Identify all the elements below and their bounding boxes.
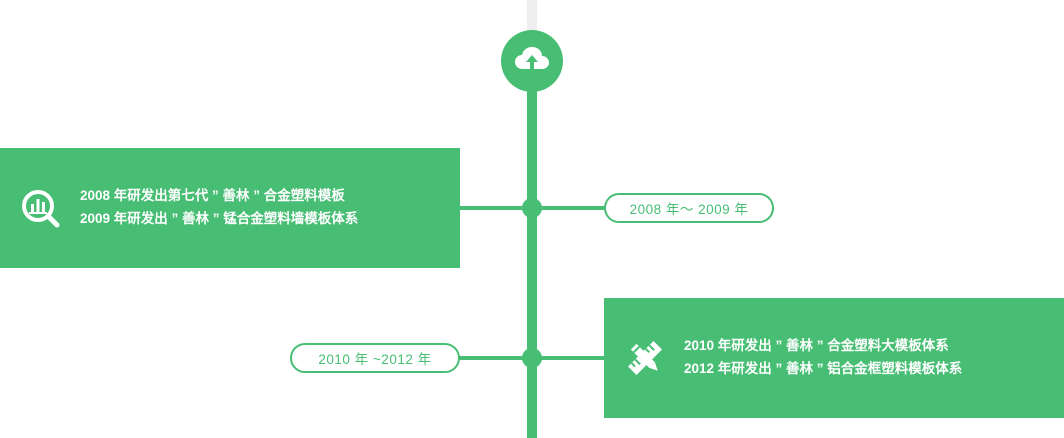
timeline-node [522, 198, 542, 218]
chart-search-icon [20, 188, 62, 235]
pencil-ruler-icon [623, 336, 667, 385]
milestone-card-2010-2012: 2010 年研发出 ” 善林 ” 合金塑料大模板体系 2012 年研发出 ” 善… [604, 298, 1064, 418]
date-range-badge: 2010 年 ~2012 年 [290, 343, 460, 373]
milestone-card-2008-2009: 2008 年研发出第七代 ” 善林 ” 合金塑料模板 2009 年研发出 ” 善… [0, 148, 460, 268]
cloud-upload-icon [514, 45, 550, 78]
timeline-top-node [501, 30, 563, 92]
milestone-line: 2009 年研发出 ” 善林 ” 锰合金塑料墙模板体系 [80, 211, 359, 226]
timeline-node [522, 348, 542, 368]
date-range-badge: 2008 年～ 2009 年 [604, 193, 774, 223]
milestone-line: 2008 年研发出第七代 ” 善林 ” 合金塑料模板 [80, 188, 345, 203]
milestone-line: 2012 年研发出 ” 善林 ” 铝合金框塑料模板体系 [684, 361, 963, 376]
milestone-line: 2010 年研发出 ” 善林 ” 合金塑料大模板体系 [684, 338, 949, 353]
timeline-top-stub [527, 0, 537, 32]
timeline-line [527, 60, 537, 438]
